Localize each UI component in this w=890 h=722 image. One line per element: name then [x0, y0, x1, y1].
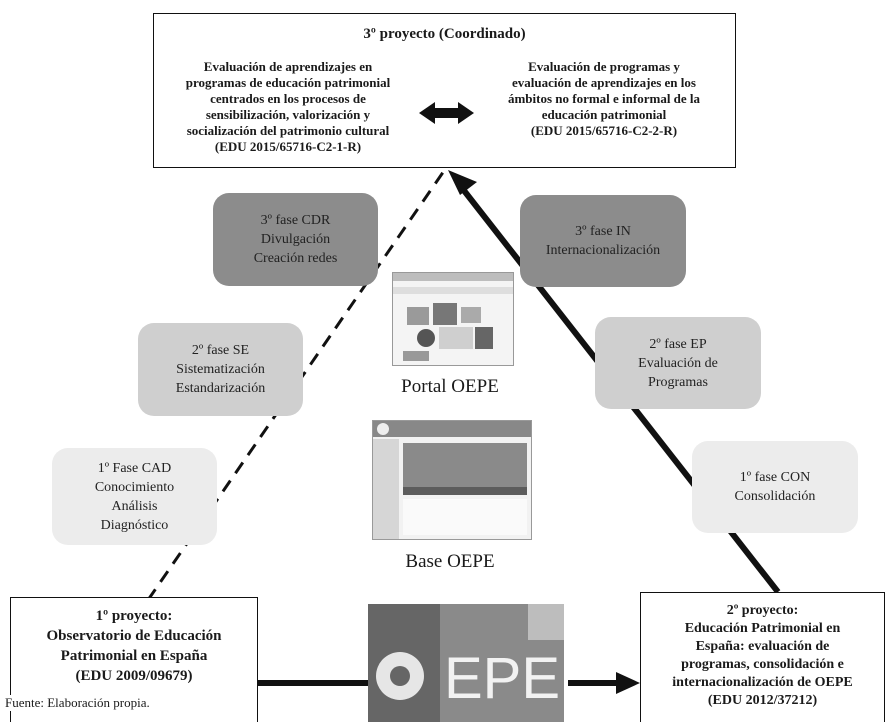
top-left-line: sensibilización, valorización y: [205, 107, 371, 122]
top-right-line: Evaluación de programas y: [528, 59, 680, 74]
source-note: Fuente: Elaboración propia.: [3, 695, 152, 711]
project-1-line: (EDU 2009/09679): [75, 668, 193, 684]
phase-cad: 1º Fase CAD Conocimiento Análisis Diagnó…: [52, 448, 217, 545]
portal-oepe-caption: Portal OEPE: [401, 376, 499, 397]
phase-line: Estandarización: [175, 381, 266, 396]
phase-line: Análisis: [111, 498, 158, 514]
phase-se: 2º fase SE Sistematización Estandarizaci…: [138, 323, 303, 416]
top-left-line: socialización del patrimonio cultural: [186, 123, 390, 138]
project-2-line: Educación Patrimonial en: [684, 621, 841, 636]
bottom-right-arrow-head: [616, 672, 640, 694]
phase-line: 1º Fase CAD: [97, 460, 172, 476]
base-oepe-caption: Base OEPE: [405, 551, 495, 572]
phase-in: 3º fase IN Internacionalización: [520, 195, 686, 287]
phase-line: Internacionalización: [545, 243, 661, 258]
phase-line: Conocimiento: [94, 479, 175, 495]
top-right-line: ámbitos no formal e informal de la: [507, 91, 701, 106]
phase-line: Creación redes: [253, 251, 338, 266]
top-project-left-text: Evaluación de aprendizajes en programas …: [160, 59, 416, 155]
project-2-line: 2º proyecto:: [726, 603, 799, 618]
phase-con: 1º fase CON Consolidación: [692, 441, 858, 533]
project-2-line: internacionalización de OEPE: [672, 675, 853, 690]
phase-line: Divulgación: [260, 232, 331, 247]
project-2-box: 2º proyecto: Educación Patrimonial en Es…: [640, 592, 885, 722]
project-2-line: España: evaluación de: [695, 639, 830, 654]
oepe-logo: EPE: [368, 604, 564, 722]
project-1-line: Observatorio de Educación: [46, 628, 222, 644]
phase-ep: 2º fase EP Evaluación de Programas: [595, 317, 761, 409]
right-arrow-head: [448, 170, 477, 195]
phase-line: Diagnóstico: [100, 517, 169, 533]
phase-line: Evaluación de: [638, 355, 718, 371]
top-right-line: educación patrimonial: [541, 107, 667, 122]
phase-line: Sistematización: [176, 362, 265, 377]
project-1-line: Patrimonial en España: [60, 648, 208, 664]
top-project-title: 3º proyecto (Coordinado): [363, 26, 526, 42]
top-left-line: (EDU 2015/65716-C2-1-R): [214, 139, 362, 154]
phase-line: 2º fase EP: [649, 336, 707, 352]
double-arrow-icon: [419, 102, 474, 124]
phase-line: 2º fase SE: [191, 343, 250, 358]
project-1-line: 1º proyecto:: [95, 608, 173, 624]
portal-oepe-screenshot: [392, 272, 514, 366]
base-oepe-screenshot: [372, 420, 532, 540]
top-left-line: centrados en los procesos de: [210, 91, 366, 106]
top-project-box: 3º proyecto (Coordinado) Evaluación de a…: [153, 13, 736, 168]
top-left-line: programas de educación patrimonial: [185, 75, 391, 90]
project-2-line: programas, consolidación e: [681, 657, 844, 672]
phase-line: 3º fase IN: [575, 224, 631, 239]
top-left-line: Evaluación de aprendizajes en: [203, 59, 373, 74]
phase-cdr: 3º fase CDR Divulgación Creación redes: [213, 193, 378, 286]
phase-line: 1º fase CON: [739, 470, 811, 485]
phase-line: Consolidación: [734, 489, 816, 504]
top-right-line: evaluación de aprendizajes en los: [512, 75, 696, 90]
project-2-line: (EDU 2012/37212): [707, 693, 818, 708]
oepe-logo-text: EPE: [444, 646, 561, 711]
top-right-line: (EDU 2015/65716-C2-2-R): [530, 123, 678, 138]
phase-line: 3º fase CDR: [260, 213, 331, 228]
phase-line: Programas: [648, 374, 708, 390]
top-project-right-text: Evaluación de programas y evaluación de …: [479, 59, 729, 139]
